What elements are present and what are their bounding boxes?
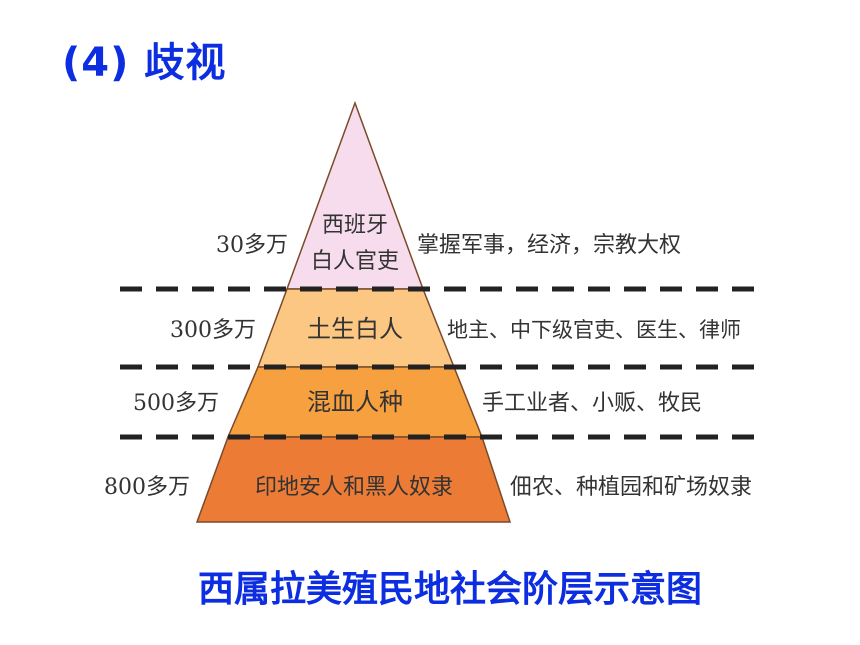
tier-2-population: 300多万 xyxy=(170,318,256,343)
tier-1-role: 掌握军事，经济，宗教大权 xyxy=(417,233,681,258)
tier-1-group-line1: 西班牙 xyxy=(322,213,388,238)
tier-1-group-line2: 白人官吏 xyxy=(311,249,399,274)
tier-2-role: 地主、中下级官吏、医生、律师 xyxy=(447,318,741,342)
tier-4-population: 800多万 xyxy=(104,475,190,500)
tier-4-group: 印地安人和黑人奴隶 xyxy=(255,475,453,500)
tier-3-group: 混血人种 xyxy=(307,388,403,416)
tier-1-population: 30多万 xyxy=(216,233,288,258)
diagram-caption: 西属拉美殖民地社会阶层示意图 xyxy=(197,569,702,610)
tier-3-role: 手工业者、小贩、牧民 xyxy=(482,391,702,416)
tier-2-group: 土生白人 xyxy=(307,315,403,343)
slide-heading: (4) 歧视 xyxy=(62,40,227,86)
tier-4-shape xyxy=(195,436,512,523)
tier-4-role: 佃农、种植园和矿场奴隶 xyxy=(510,475,752,500)
tier-3-population: 500多万 xyxy=(133,391,219,416)
